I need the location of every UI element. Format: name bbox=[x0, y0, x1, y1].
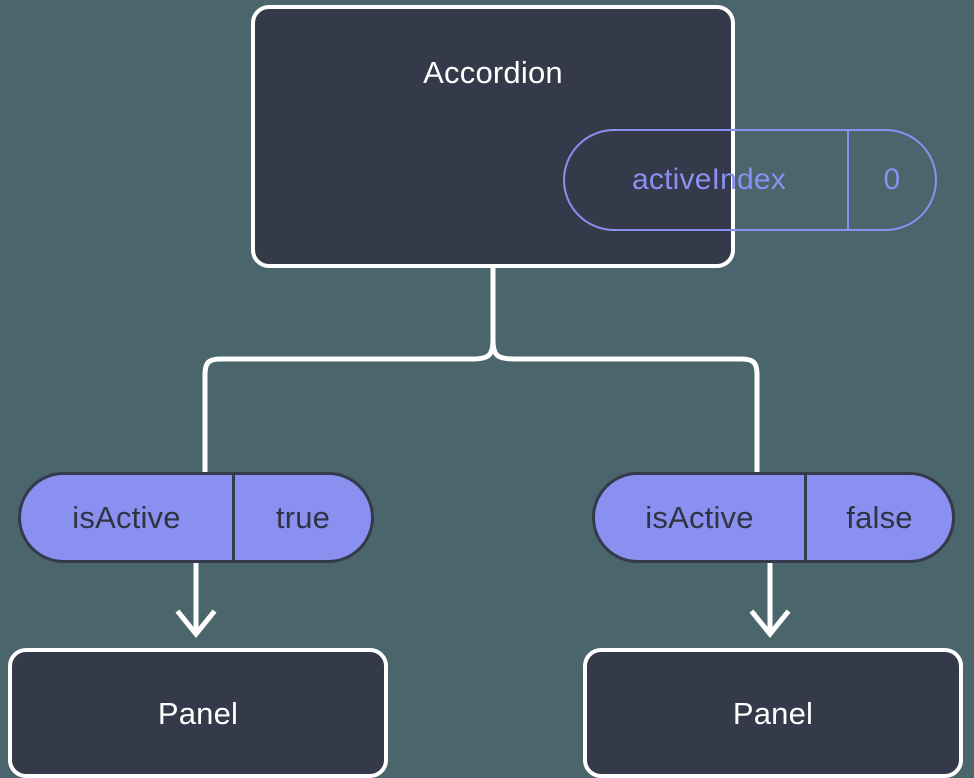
accordion-component-node[interactable]: Accordion activeIndex 0 bbox=[251, 5, 937, 268]
panel-node-left[interactable]: Panel bbox=[8, 648, 388, 778]
arrow-head-left-icon bbox=[175, 609, 217, 638]
prop-pill-key: isActive bbox=[72, 499, 181, 535]
prop-pill-value: true bbox=[232, 475, 371, 560]
arrow-head-right-icon bbox=[749, 609, 791, 638]
prop-pill-is-active-false[interactable]: isActive false bbox=[592, 472, 955, 563]
prop-pill-value: false bbox=[804, 475, 952, 560]
prop-pill-is-active-true[interactable]: isActive true bbox=[18, 472, 374, 563]
prop-pill-key: isActive bbox=[645, 499, 754, 535]
state-pill-key: activeIndex bbox=[632, 163, 786, 196]
state-pill-value: 0 bbox=[847, 131, 935, 229]
panel-node-right[interactable]: Panel bbox=[583, 648, 963, 778]
panel-node-left-title: Panel bbox=[157, 696, 239, 731]
connector-fork-right bbox=[490, 339, 760, 472]
connector-fork-left bbox=[202, 339, 496, 472]
panel-node-right-title: Panel bbox=[732, 696, 814, 731]
accordion-node-title: Accordion bbox=[423, 55, 563, 90]
state-pill-active-index[interactable]: activeIndex 0 bbox=[563, 129, 937, 231]
